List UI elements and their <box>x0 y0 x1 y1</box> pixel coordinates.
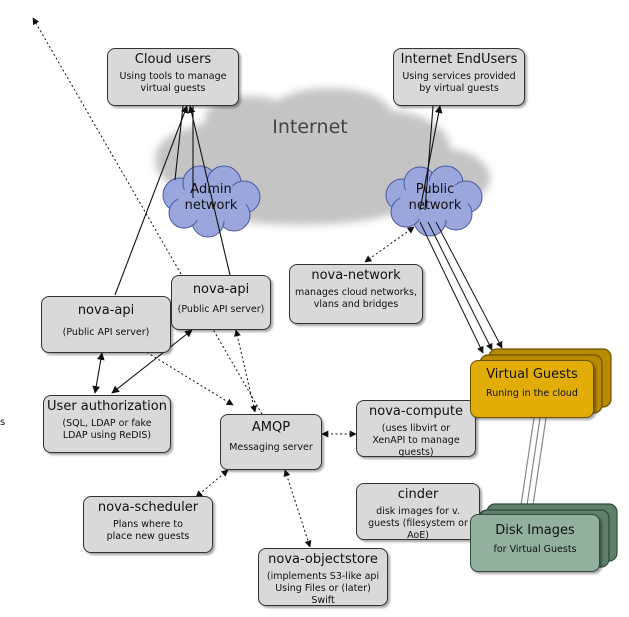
nova-api-box-2: nova-api (Public API server) <box>171 275 271 330</box>
nova-api-2-desc: (Public API server) <box>177 304 265 315</box>
admin-network-label: Admin network <box>184 182 238 213</box>
link-endusers-public-2 <box>424 105 434 211</box>
link-endusers-public <box>419 105 443 211</box>
cloud-users-title: Cloud users <box>134 52 212 67</box>
internet-endusers-box: Internet EndUsers Using services provide… <box>393 48 525 106</box>
cloud-users-desc: Using tools to manage virtual guests <box>119 71 227 94</box>
dotted-links <box>32 17 415 548</box>
nova-compute-desc: (uses libvirt or XenAPI to manage guests… <box>372 423 460 458</box>
virtual-guests-box: Virtual Guests Runing in the cloud <box>470 360 594 418</box>
nova-objectstore-box: nova-objectstore (implements S3-like api… <box>258 548 388 606</box>
link-amqp-scheduler <box>195 469 229 498</box>
nova-objectstore-title: nova-objectstore <box>268 552 378 567</box>
nova-api-2-title: nova-api <box>192 282 250 297</box>
disk-images-title: Disk Images <box>495 523 575 538</box>
internet-endusers-title: Internet EndUsers <box>400 52 518 67</box>
link-cloudusers-admin-2 <box>174 105 184 181</box>
link-network-public <box>364 226 415 263</box>
amqp-title: AMQP <box>251 420 291 435</box>
cloud-users-box: Cloud users Using tools to manage virtua… <box>107 48 239 106</box>
nova-network-box: nova-network manages cloud networks, vla… <box>289 264 423 324</box>
internet-label: Internet <box>272 116 348 138</box>
link-api1-cloudusers <box>114 105 189 296</box>
link-amqp-objectstore <box>283 469 312 548</box>
margin-text: s <box>0 417 6 428</box>
link-api1-auth <box>92 352 105 394</box>
virtual-guests-desc: Runing in the cloud <box>486 388 578 399</box>
user-authorization-desc: (SQL, LDAP or fake LDAP using ReDIS) <box>62 418 152 441</box>
cinder-box: cinder disk images for v. guests (filesy… <box>356 483 480 541</box>
nova-api-1-desc: (Public API server) <box>62 327 150 338</box>
public-network-cloud <box>385 165 483 237</box>
disk-images-desc: for Virtual Guests <box>493 544 577 555</box>
public-network-label: Public network <box>408 182 462 213</box>
link-api2-amqp <box>234 329 257 413</box>
user-authorization-title: User authorization <box>47 399 167 414</box>
cinder-title: cinder <box>397 487 439 502</box>
nova-scheduler-desc: Plans where to place new guests <box>106 519 190 542</box>
internet-endusers-desc: Using services provided by virtual guest… <box>402 71 516 94</box>
amqp-desc: Messaging server <box>229 442 313 453</box>
solid-links <box>92 105 443 394</box>
cinder-desc: disk images for v. guests (filesystem or… <box>368 506 468 541</box>
nova-scheduler-title: nova-scheduler <box>97 500 199 515</box>
nova-compute-box: nova-compute (uses libvirt or XenAPI to … <box>356 400 476 458</box>
link-api2-cloudusers <box>187 105 231 276</box>
virtual-guests-title: Virtual Guests <box>486 367 578 382</box>
nova-network-title: nova-network <box>311 268 401 283</box>
user-authorization-box: User authorization (SQL, LDAP or fake LD… <box>43 395 171 453</box>
guests-to-disk-links <box>519 417 547 513</box>
nova-objectstore-desc: (implements S3-like api Using Files or (… <box>266 571 380 606</box>
nova-api-box-1: nova-api (Public API server) <box>41 296 171 353</box>
nova-api-1-title: nova-api <box>77 303 135 318</box>
nova-compute-title: nova-compute <box>369 404 463 419</box>
admin-network-cloud <box>162 165 261 238</box>
nova-scheduler-box: nova-scheduler Plans where to place new … <box>83 496 213 553</box>
disk-images-box: Disk Images for Virtual Guests <box>470 514 600 572</box>
nova-network-desc: manages cloud networks, vlans and bridge… <box>294 287 418 310</box>
public-to-guests-links <box>419 221 503 354</box>
amqp-box: AMQP Messaging server <box>220 414 322 470</box>
link-api2-auth <box>111 329 193 394</box>
